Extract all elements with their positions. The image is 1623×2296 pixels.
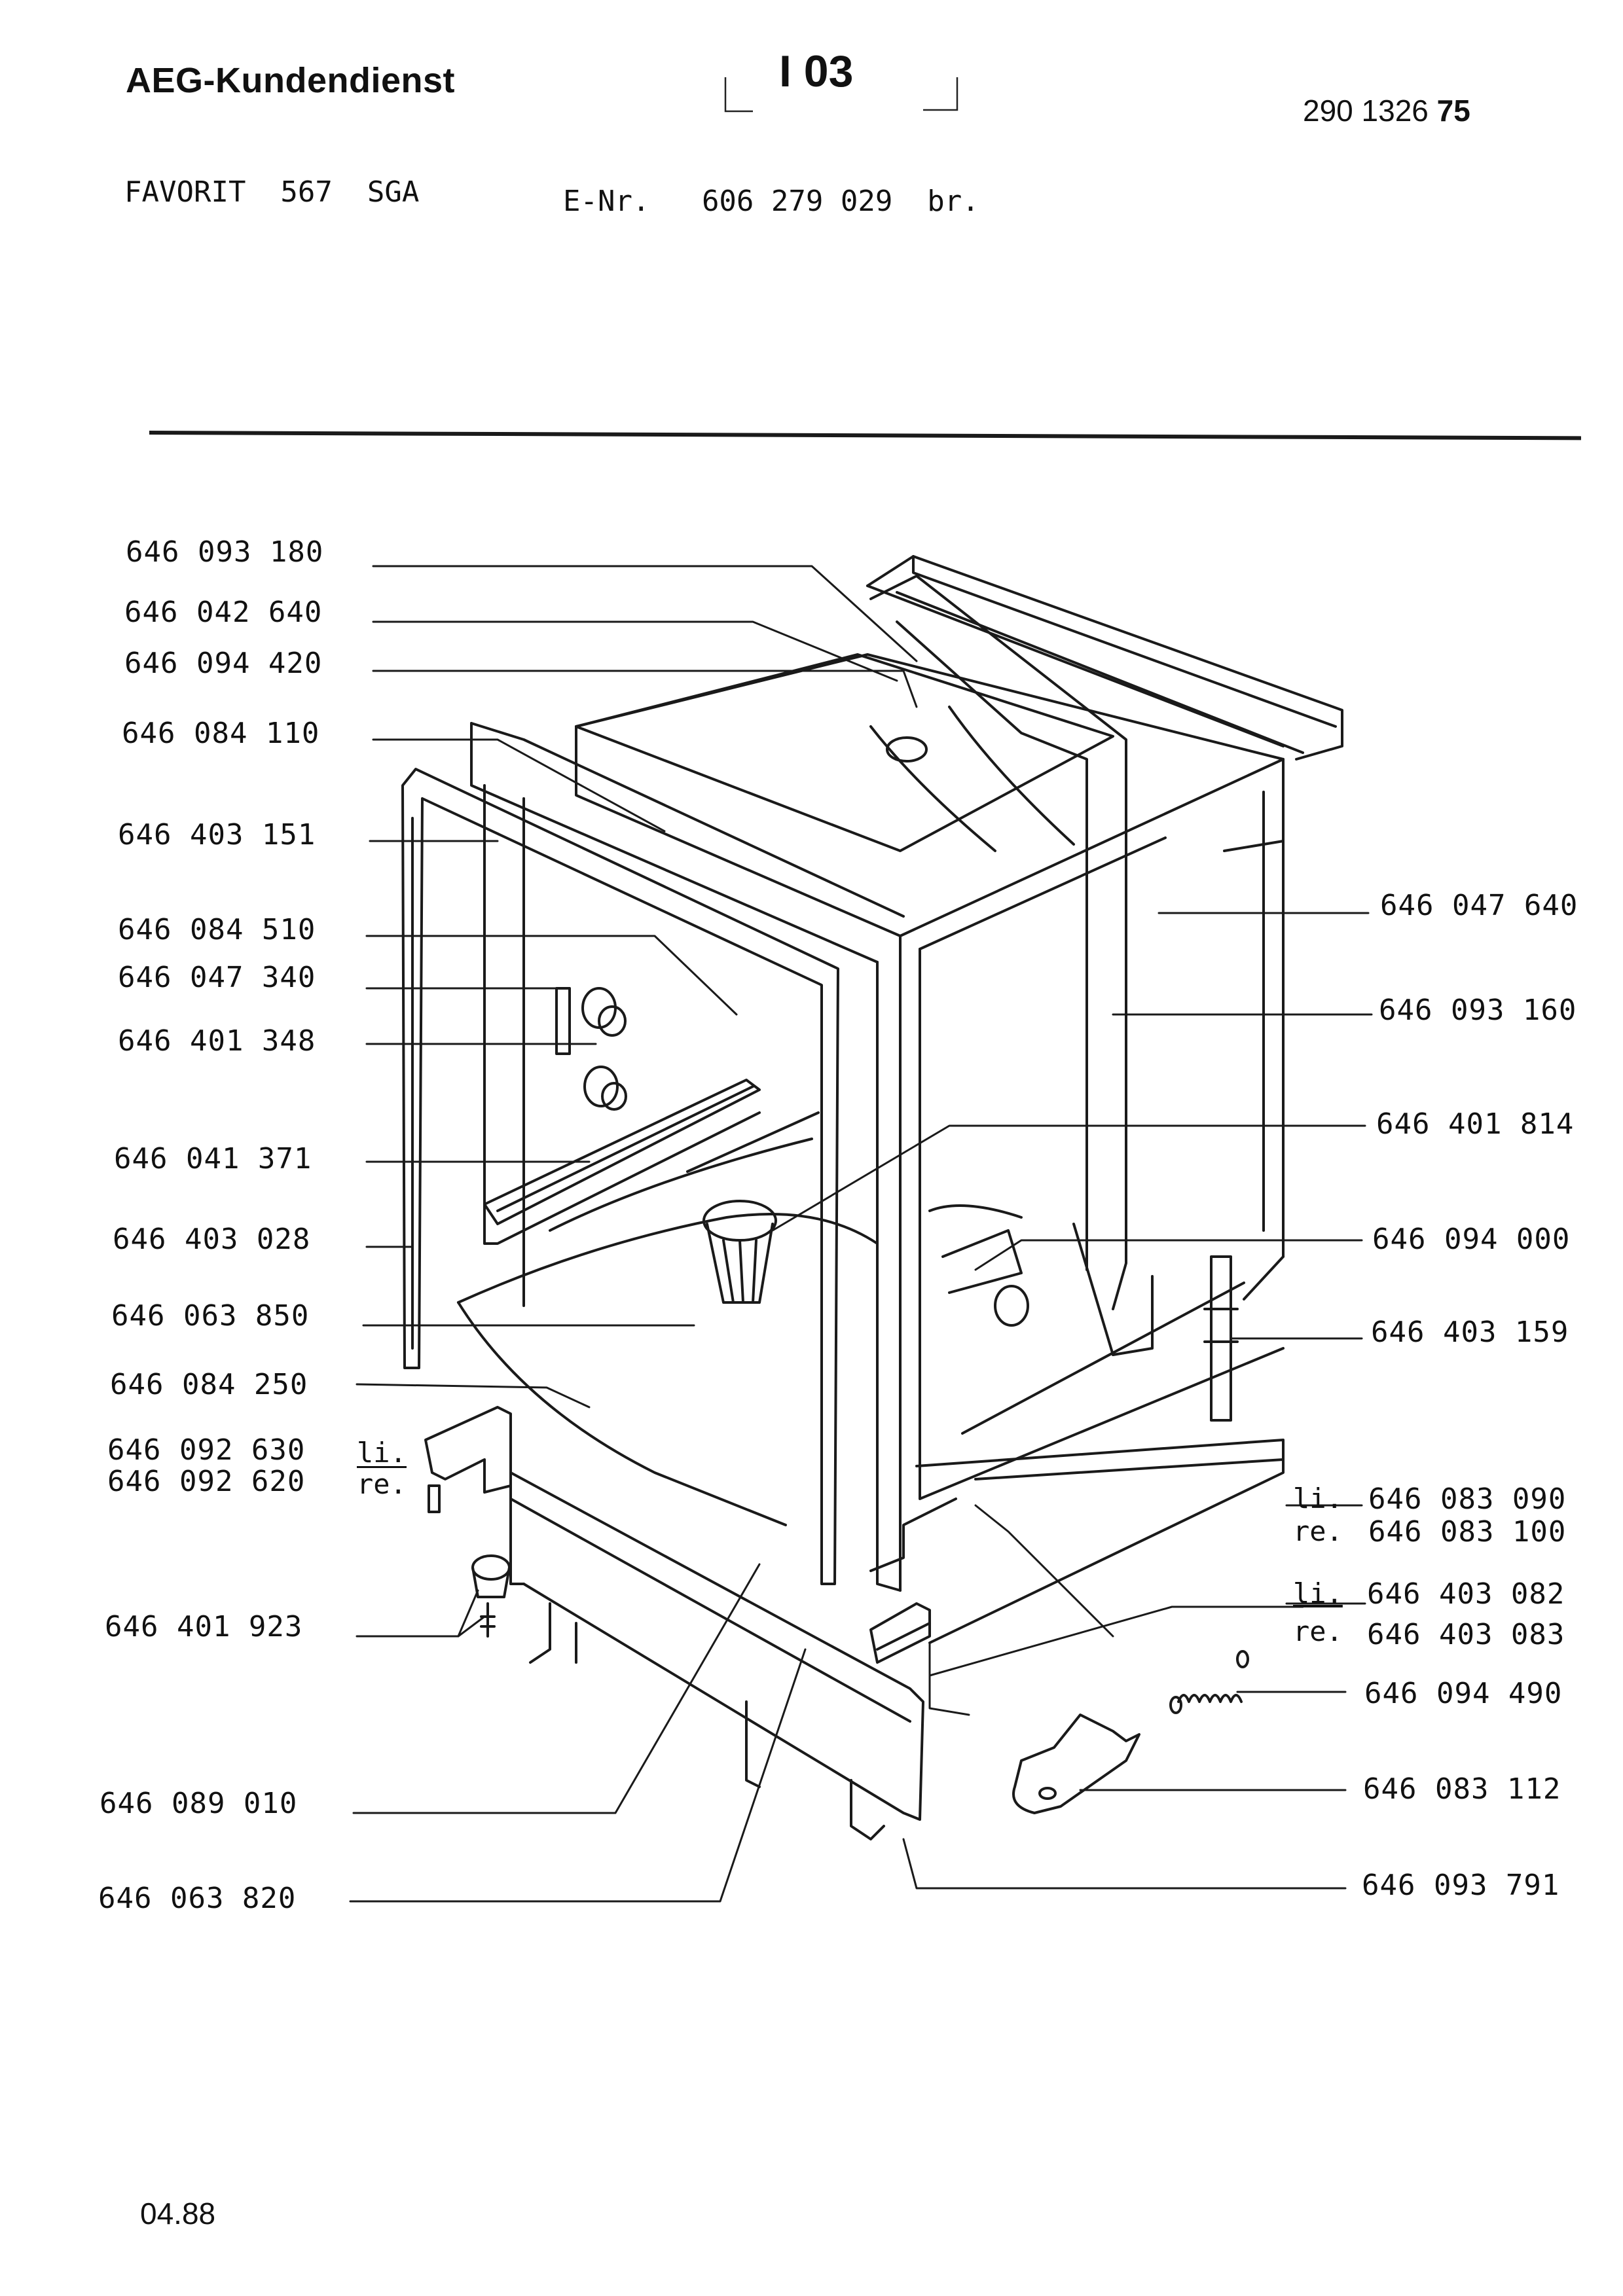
base-frame-right	[869, 1282, 1285, 1644]
part-number-label: 646 094 420	[124, 647, 323, 680]
part-number-label: 646 041 371	[114, 1142, 312, 1175]
top-cover	[575, 653, 1114, 852]
part-number-label: 646 083 100	[1368, 1515, 1567, 1549]
water-pipe	[869, 575, 1154, 1356]
door-gasket	[401, 768, 839, 1585]
part-number-label: 646 093 160	[1379, 994, 1577, 1027]
part-number-label: 646 403 159	[1371, 1316, 1569, 1349]
rack-rollers	[555, 987, 627, 1111]
filter-cup	[702, 1200, 777, 1304]
part-number-label: 646 092 630	[107, 1433, 306, 1467]
hinge-lever	[1012, 1713, 1140, 1814]
part-number-label: 646 403 028	[113, 1223, 311, 1256]
side-label-right: re.	[1293, 1515, 1343, 1547]
leader-lines-right	[771, 912, 1373, 1890]
hinge-bracket-right	[1203, 1255, 1239, 1422]
section-corner-marks	[724, 77, 958, 113]
side-label-right: re.	[357, 1466, 407, 1500]
spring	[1169, 1650, 1249, 1714]
part-number-label: 646 089 010	[100, 1787, 298, 1820]
top-rail-assembly	[866, 555, 1343, 761]
rack-rail-left	[483, 1079, 761, 1245]
document-number-suffix: 75	[1436, 94, 1470, 128]
print-date: 04.88	[140, 2197, 216, 2231]
part-number-label: 646 093 791	[1362, 1869, 1560, 1902]
side-label-left: li.	[1293, 1577, 1343, 1609]
e-number-value: 606 279 029 br.	[701, 185, 979, 218]
part-number-label: 646 094 490	[1364, 1677, 1563, 1710]
part-number-label: 646 042 640	[124, 596, 323, 629]
part-number-label: 646 084 250	[110, 1368, 308, 1401]
leveling-foot	[471, 1554, 511, 1638]
part-number-label: 646 403 083	[1367, 1618, 1565, 1651]
hinge-left	[424, 1406, 512, 1513]
part-number-label: 646 094 000	[1372, 1223, 1571, 1256]
part-number-label: 646 084 110	[122, 717, 320, 750]
part-number-label: 646 093 180	[126, 535, 324, 569]
document-number: 290 1326 75	[1303, 93, 1470, 128]
e-number: E-Nr. 606 279 029 br.	[563, 185, 979, 218]
part-number-label: 646 083 112	[1363, 1772, 1561, 1806]
part-number-label: 646 403 151	[118, 818, 316, 852]
part-number-label: 646 401 814	[1376, 1107, 1575, 1141]
part-number-label: 646 092 620	[107, 1465, 306, 1498]
section-code: I 03	[779, 46, 854, 96]
e-number-label: E-Nr.	[563, 185, 650, 218]
side-label-right: re.	[1293, 1615, 1343, 1647]
part-number-label: 646 084 510	[118, 913, 316, 946]
part-number-label: 646 063 820	[98, 1882, 297, 1915]
cabinet-body	[470, 653, 1285, 1592]
document-number-main: 290 1326	[1303, 94, 1429, 128]
part-number-label: 646 401 348	[118, 1024, 316, 1058]
part-number-label: 646 063 850	[111, 1299, 310, 1333]
slider-bar	[869, 1602, 931, 1664]
part-number-label: 646 083 090	[1368, 1482, 1567, 1516]
tub-floor	[457, 1111, 879, 1526]
side-label-left: li.	[357, 1437, 407, 1469]
leader-lines-left	[349, 565, 918, 1903]
drain-hose	[928, 1204, 1029, 1327]
model-name: FAVORIT 567 SGA	[124, 175, 420, 209]
part-number-label: 646 401 923	[105, 1610, 303, 1643]
part-number-label: 646 403 082	[1367, 1577, 1565, 1611]
kick-plate	[509, 1471, 924, 1840]
part-number-label: 646 047 640	[1380, 889, 1578, 922]
side-label-left: li.	[1293, 1482, 1343, 1515]
part-number-label: 646 047 340	[118, 961, 316, 994]
brand-title: AEG-Kundendienst	[126, 61, 455, 100]
